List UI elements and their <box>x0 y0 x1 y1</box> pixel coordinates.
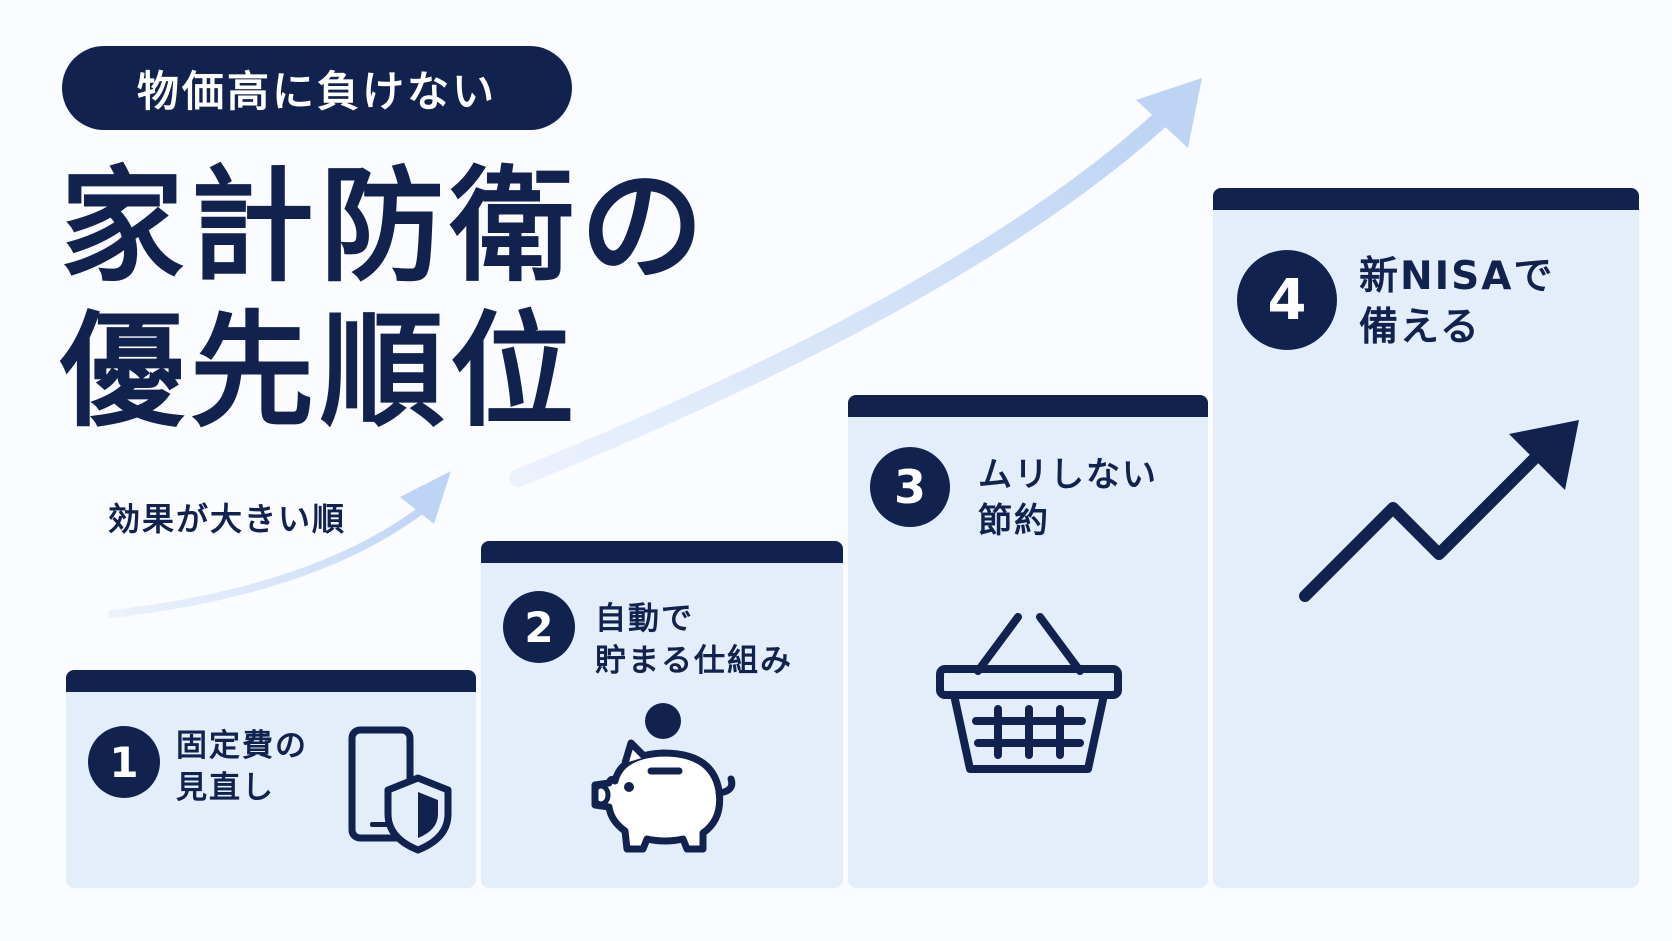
smartphone-shield-icon <box>348 726 452 854</box>
step-label-3: ムリしない 節約 <box>978 453 1158 545</box>
step-number-3: 3 <box>870 447 950 527</box>
step-label-1: 固定費の 見直し <box>176 726 308 810</box>
page-title-line-1: 家計防衛の <box>60 155 711 299</box>
step-label-4-line-1: 新NISAで <box>1359 254 1555 299</box>
step-label-2-line-1: 自動で <box>595 601 694 637</box>
step-card-4: 4 新NISAで 備える <box>1213 188 1639 888</box>
page-title-line-2: 優先順位 <box>60 300 581 444</box>
shopping-basket-icon <box>936 613 1122 773</box>
step-card-4-bar <box>1213 188 1639 210</box>
step-card-2: 2 自動で 貯まる仕組み <box>481 541 843 888</box>
order-label: 効果が大きい順 <box>108 500 347 538</box>
header-tag: 物価高に負けない <box>62 46 572 130</box>
step-label-2: 自動で 貯まる仕組み <box>595 599 793 683</box>
step-label-3-line-2: 節約 <box>978 500 1050 541</box>
step-card-3-bar <box>848 395 1208 417</box>
trend-up-icon <box>1299 420 1579 602</box>
step-card-1-bar <box>66 670 476 692</box>
small-arrow <box>108 471 451 618</box>
step-label-3-line-1: ムリしない <box>978 455 1158 495</box>
step-label-1-line-2: 見直し <box>176 769 275 806</box>
step-label-2-line-2: 貯まる仕組み <box>595 642 793 679</box>
large-arrow <box>509 78 1202 487</box>
step-card-2-bar <box>481 541 843 563</box>
piggy-bank-icon <box>591 703 736 853</box>
step-label-4: 新NISAで 備える <box>1359 252 1554 353</box>
step-number-4: 4 <box>1237 250 1337 350</box>
step-label-1-line-1: 固定費の <box>176 728 308 764</box>
step-number-2: 2 <box>503 591 575 663</box>
step-label-4-line-2: 備える <box>1359 304 1481 350</box>
header-tag-text: 物価高に負けない <box>136 66 497 116</box>
step-card-3: 3 ムリしない 節約 <box>848 395 1208 888</box>
step-card-1: 1 固定費の 見直し <box>66 670 476 888</box>
step-number-1: 1 <box>88 726 160 798</box>
